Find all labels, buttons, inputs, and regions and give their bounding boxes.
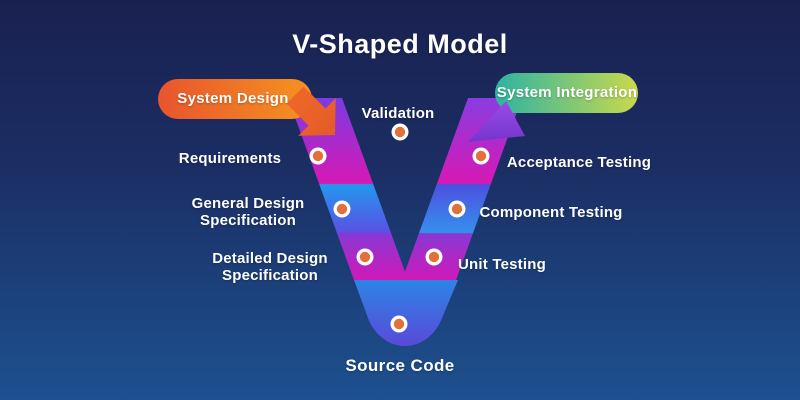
arrow-down-right-icon <box>286 86 336 136</box>
label-general-design-specification: General Design Specification <box>192 195 305 229</box>
label-line: Specification <box>222 267 318 284</box>
dot-validation <box>391 123 409 141</box>
v-bottom-tip <box>354 280 458 346</box>
label-detailed-design-specification: Detailed Design Specification <box>212 250 328 284</box>
diagram-title: V-Shaped Model <box>292 29 508 59</box>
label-line: General Design <box>191 195 305 212</box>
v-right-arm <box>402 98 522 280</box>
label-source-code: Source Code <box>345 356 455 375</box>
v-left-arm <box>288 98 408 280</box>
arrow-up-icon <box>468 101 525 142</box>
dot-component-testing <box>448 200 466 218</box>
label-line: Specification <box>200 212 296 229</box>
dot-source-code <box>390 315 408 333</box>
system-integration-banner <box>495 73 638 113</box>
system-design-banner-label: System Design <box>177 90 289 107</box>
dot-general-design <box>333 200 351 218</box>
dot-detailed-design <box>356 248 374 266</box>
label-requirements: Requirements <box>179 150 281 167</box>
label-component-testing: Component Testing <box>479 204 623 221</box>
label-unit-testing: Unit Testing <box>458 256 546 273</box>
dot-unit-testing <box>425 248 443 266</box>
label-validation: Validation <box>361 105 435 122</box>
label-line: Detailed Design <box>212 250 328 267</box>
system-integration-banner-label: System Integration <box>496 84 638 101</box>
dot-requirements <box>309 147 327 165</box>
label-line: Requirements <box>178 150 282 167</box>
system-design-banner <box>158 79 312 119</box>
label-acceptance-testing: Acceptance Testing <box>506 154 652 171</box>
step-dots <box>309 123 490 333</box>
dot-acceptance-testing <box>472 147 490 165</box>
